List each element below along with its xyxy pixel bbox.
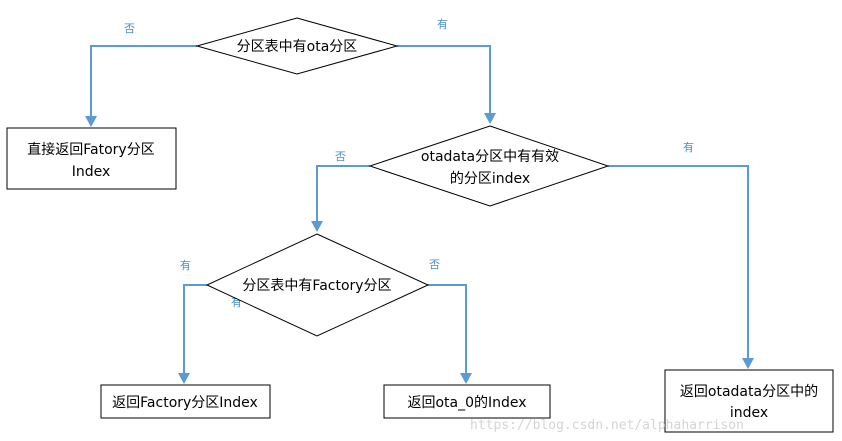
decision-otadata-valid-index: otadata分区中有有效 的分区index [368,125,610,207]
result-return-ota0-index: 返回ota_0的Index [383,384,551,419]
arrowhead-d2-no [311,221,323,232]
edge-label-d3-no: 否 [429,258,440,271]
decision-diamond [205,233,430,337]
edge-label-d2-yes: 有 [683,140,694,154]
arrowhead-d3-no [460,373,472,384]
decision-label: 分区表中有Factory分区 [242,278,391,294]
edge-d3-yes [183,284,207,378]
decision-label-line1: otadata分区中有有效 [421,149,559,165]
result-return-factory-index-direct: 直接返回Fatory分区 Index [6,127,177,190]
decision-label: 分区表中有ota分区 [237,39,358,55]
edge-label-d2-no: 否 [335,150,346,163]
result-label: 返回Factory分区Index [112,395,258,411]
decision-diamond [368,125,610,207]
edge-label-d1-no: 否 [124,22,135,35]
result-box [664,369,834,433]
result-label-line1: 直接返回Fatory分区 [27,141,154,158]
result-box [100,384,271,419]
arrowhead-d1-no [85,116,97,127]
edge-d3-no [428,284,467,378]
result-box [6,127,177,190]
edge-label-d1-yes: 有 [437,17,448,31]
result-return-factory-index: 返回Factory分区Index [100,384,271,419]
result-label: 返回ota_0的Index [407,395,526,411]
decision-has-factory-partition: 分区表中有Factory分区 [205,233,430,337]
edge-d2-yes [608,165,749,363]
edge-labels: 否 有 否 有 有 有 否 [124,17,694,309]
arrowhead-d3-yes [178,373,190,384]
result-box [383,384,551,419]
result-label-line2: Index [72,164,111,180]
edge-d1-no [90,45,197,121]
edge-d1-yes [397,45,491,118]
decision-has-ota-partition: 分区表中有ota分区 [195,17,399,75]
edge-d2-no [316,165,370,226]
connectors [85,45,754,384]
arrowhead-d2-yes [742,358,754,369]
watermark-text: https://blog.csdn.net/alphaharrison [470,418,744,433]
edge-label-d3-yes: 有 [180,258,191,272]
result-return-otadata-index: 返回otadata分区中的 index [664,369,834,433]
arrowhead-d1-yes [484,113,496,124]
decision-label-line2: 的分区index [450,171,530,187]
edge-label-d3-yes-inner: 有 [231,295,242,309]
result-label-line2: index [730,405,768,421]
result-label-line1: 返回otadata分区中的 [680,384,818,400]
decision-diamond [195,17,399,75]
